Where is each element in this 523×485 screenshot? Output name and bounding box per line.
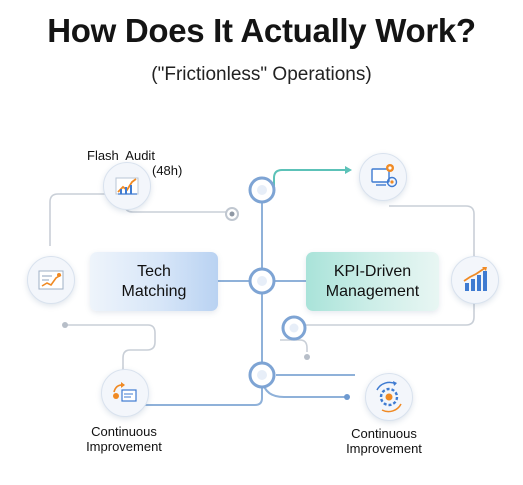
junction-ring-bottom [248, 361, 276, 389]
gray-connectors [49, 193, 475, 370]
tech-matching-box: Tech Matching [90, 252, 218, 311]
report-chart-icon [38, 270, 64, 290]
teal-connector [273, 169, 348, 190]
junction-ring-middle [248, 267, 276, 295]
computer-gear-icon [371, 164, 398, 188]
kpi-management-box: KPI-Driven Management [306, 252, 439, 311]
feedback-notes-icon [113, 382, 137, 402]
endpoint-dot [62, 322, 68, 328]
continuous-improvement-left-label: Continuous Improvement [86, 424, 162, 454]
report-node [27, 256, 75, 304]
kpi-management-label: KPI-Driven Management [325, 262, 420, 300]
tech-matching-label: Tech Matching [121, 262, 187, 300]
flash-audit-node [103, 162, 151, 210]
line-chart-icon [115, 177, 139, 195]
computer-settings-node [359, 153, 407, 201]
endpoint-dot [304, 354, 310, 360]
junction-ring-top [248, 176, 276, 204]
gear-cycle-icon [376, 381, 402, 413]
growth-chart-node [451, 256, 499, 304]
page-title: How Does It Actually Work? [47, 12, 476, 49]
flash-audit-duration: (48h) [152, 163, 183, 178]
flash-audit-label: Flash Audit [87, 148, 155, 163]
page-subtitle: ("Frictionless" Operations) [151, 64, 372, 85]
endpoint-dot-core [229, 211, 235, 217]
junction-ring-right [281, 315, 307, 341]
endpoint-dot [344, 394, 350, 400]
teal-arrowhead [345, 166, 352, 174]
bar-growth-icon [463, 267, 487, 291]
continuous-improvement-right-node [365, 373, 413, 421]
continuous-improvement-right-label: Continuous Improvement [346, 426, 422, 456]
continuous-improvement-left-node [101, 369, 149, 417]
